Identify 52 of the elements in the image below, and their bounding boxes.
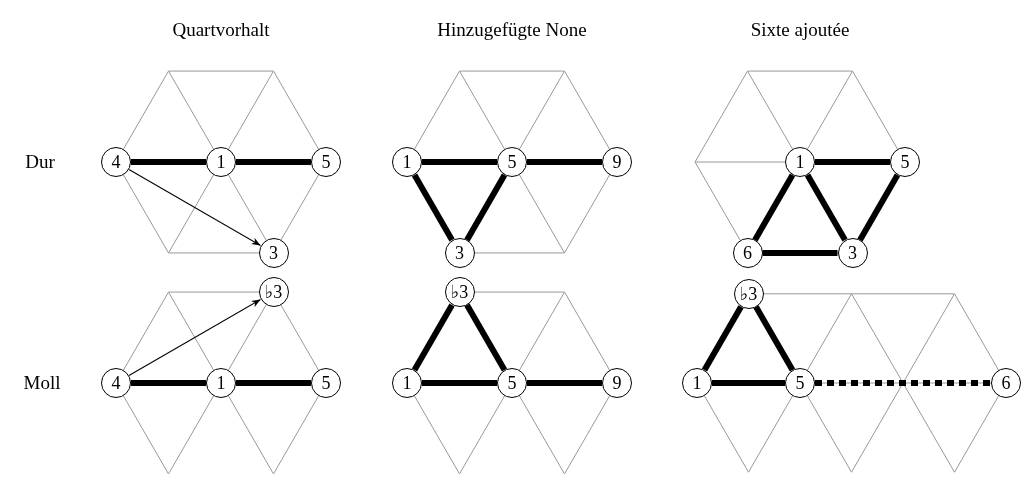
thick-line xyxy=(411,303,455,372)
note-label: 4 xyxy=(111,374,121,392)
note-label: 6 xyxy=(743,243,752,262)
note-label: 5 xyxy=(507,153,517,171)
thick-line xyxy=(857,173,901,242)
thick-line xyxy=(131,380,206,386)
note-label: 1 xyxy=(402,374,412,392)
thick-line xyxy=(236,380,311,386)
note-label: ♭3 xyxy=(739,284,758,303)
column-heading: Quartvorhalt xyxy=(172,18,270,42)
arrow xyxy=(128,168,262,246)
column-heading: Sixte ajoutée xyxy=(750,18,850,42)
note-label: 4 xyxy=(111,153,121,171)
thick-line xyxy=(464,173,508,242)
column-heading: Hinzugefügte None xyxy=(437,18,587,42)
thick-line xyxy=(815,159,890,165)
thick-line xyxy=(712,380,785,386)
note-label: 1 xyxy=(216,374,226,392)
thick-line xyxy=(464,303,508,372)
thick-line xyxy=(422,380,497,386)
note-label: 1 xyxy=(795,153,805,171)
thick-line xyxy=(131,159,206,165)
note-label: 6 xyxy=(1001,374,1011,392)
note-label: 5 xyxy=(795,374,805,392)
dashed-line xyxy=(815,380,991,386)
thick-line xyxy=(527,380,602,386)
note-label: 9 xyxy=(612,374,622,392)
note-label: ♭3 xyxy=(264,283,283,302)
thick-line xyxy=(411,173,455,242)
note-label: 1 xyxy=(692,374,702,392)
row-label: Moll xyxy=(23,371,61,395)
note-label: ♭3 xyxy=(450,283,469,302)
thick-line xyxy=(422,159,497,165)
note-label: 3 xyxy=(269,243,278,262)
note-label: 1 xyxy=(216,153,226,171)
thick-line xyxy=(753,305,796,372)
row-label: Dur xyxy=(25,150,55,174)
thick-line xyxy=(236,159,311,165)
note-label: 5 xyxy=(507,374,517,392)
arrow xyxy=(128,299,262,377)
note-label: 5 xyxy=(900,153,910,171)
thick-line xyxy=(804,173,848,242)
thick-line xyxy=(701,305,744,372)
note-label: 3 xyxy=(455,243,464,262)
note-label: 9 xyxy=(612,153,622,171)
note-label: 3 xyxy=(848,243,857,262)
note-label: 5 xyxy=(321,374,331,392)
thick-line xyxy=(762,249,838,256)
note-label: 1 xyxy=(402,153,412,171)
note-label: 5 xyxy=(321,153,331,171)
thick-line xyxy=(527,159,602,165)
thick-line xyxy=(752,173,796,242)
